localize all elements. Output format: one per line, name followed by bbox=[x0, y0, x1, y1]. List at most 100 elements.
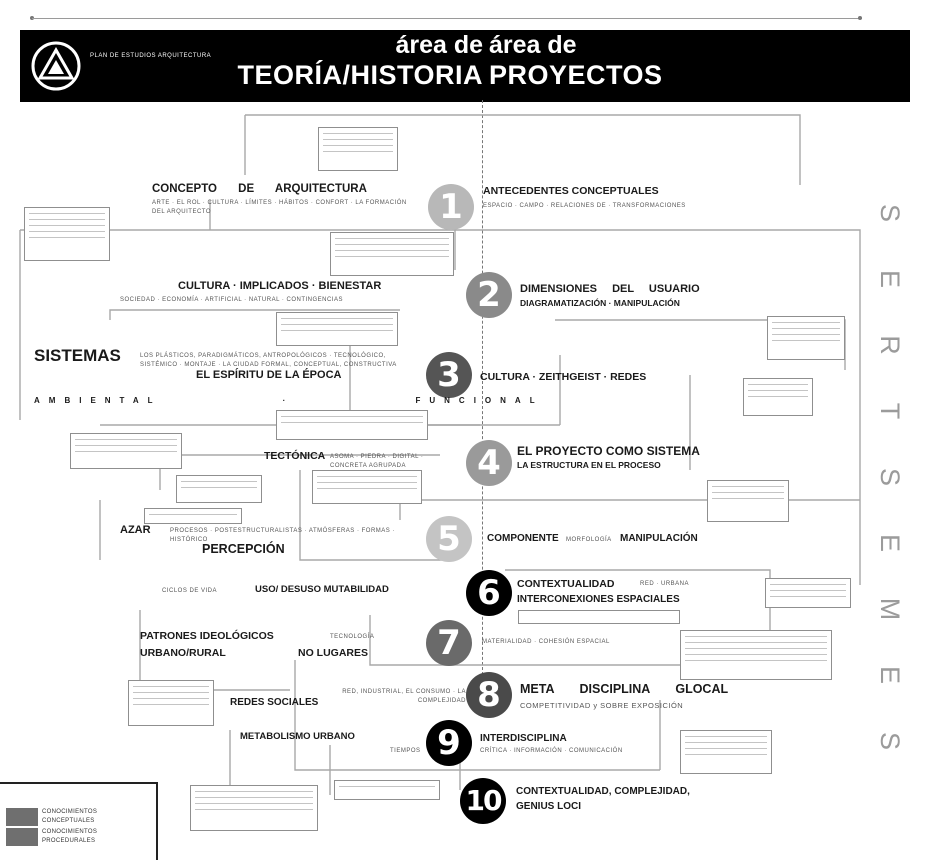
note-box bbox=[312, 470, 422, 504]
semester-7-left-subtitle: TECNOLOGÍA bbox=[330, 634, 375, 640]
semester-7-left-title-b: URBANO/RURAL bbox=[140, 647, 226, 659]
semester-8-badge: 8 bbox=[466, 672, 512, 718]
semester-1-left-title: CONCEPTO DE ARQUITECTURA bbox=[152, 183, 367, 195]
note-box bbox=[176, 475, 262, 503]
area-right-title: área de PROYECTOS bbox=[489, 32, 663, 91]
note-box bbox=[70, 433, 182, 469]
semester-1-badge: 1 bbox=[428, 184, 474, 230]
semester-2-right-subtitle: DIAGRAMATIZACIÓN · MANIPULACIÓN bbox=[520, 298, 680, 308]
semester-2-badge: 2 bbox=[466, 272, 512, 318]
semester-7-left-title: PATRONES IDEOLÓGICOS bbox=[140, 630, 274, 642]
semester-5-left-title: AZAR bbox=[120, 524, 151, 536]
semestres-vertical-label: S E R T S E M E S bbox=[870, 180, 910, 840]
legend-swatch bbox=[6, 828, 38, 846]
side-letter: S bbox=[875, 203, 905, 222]
logo-text: PLAN DE ESTUDIOS ARQUITECTURA bbox=[90, 53, 212, 59]
semester-2-left-title: CULTURA · IMPLICADOS · BIENESTAR bbox=[178, 280, 382, 292]
semester-6-left-subtitle: CICLOS DE VIDA bbox=[162, 588, 218, 594]
note-box bbox=[318, 127, 398, 171]
semester-5-right-title: COMPONENTE bbox=[487, 533, 559, 544]
side-letter: S bbox=[875, 467, 905, 486]
semester-6-right-title: CONTEXTUALIDAD bbox=[517, 578, 615, 590]
note-box bbox=[144, 508, 242, 524]
semester-3-left-subtitle-b: AMBIENTAL · FUNCIONAL bbox=[34, 396, 544, 405]
semester-3-left-subtitle: LOS PLÁSTICOS, PARADIGMÁTICOS, ANTROPOLÓ… bbox=[140, 353, 397, 368]
legend-label: CONOCIMIENTOS bbox=[42, 809, 98, 815]
semester-8-left-subtitle: RED, INDUSTRIAL, EL CONSUMO · LA COMPLEJ… bbox=[342, 689, 466, 704]
semester-5-right-subtitle: MORFOLOGÍA bbox=[566, 537, 612, 543]
note-box bbox=[128, 680, 214, 726]
semester-8-right-subtitle: COMPETITIVIDAD y SOBRE EXPOSICIÓN bbox=[520, 701, 684, 710]
note-box bbox=[518, 610, 680, 624]
semester-5-left-title-b: PERCEPCIÓN bbox=[202, 542, 285, 556]
semester-7-right-subtitle: MATERIALIDAD · COHESIÓN ESPACIAL bbox=[482, 639, 610, 645]
semester-9-right-title: INTERDISCIPLINA bbox=[480, 733, 567, 744]
note-box bbox=[276, 312, 398, 346]
semester-10-right-title: CONTEXTUALIDAD, COMPLEJIDAD, bbox=[516, 786, 690, 797]
semester-7-left-title-c: NO LUGARES bbox=[298, 647, 369, 659]
side-letter: E bbox=[875, 533, 905, 552]
side-letter: T bbox=[875, 402, 905, 420]
semester-3-left-title: SISTEMAS bbox=[34, 346, 121, 365]
note-box bbox=[330, 232, 454, 276]
note-box bbox=[680, 730, 772, 774]
semester-2-right-title: DIMENSIONES DEL USUARIO bbox=[520, 283, 700, 295]
semester-9-left-subtitle: TIEMPOS bbox=[390, 748, 421, 754]
semester-6-right-title-b: INTERCONEXIONES ESPACIALES bbox=[517, 594, 680, 605]
semester-5-badge: 5 bbox=[426, 516, 472, 562]
side-letter: E bbox=[875, 665, 905, 684]
note-box bbox=[765, 578, 851, 608]
side-letter: M bbox=[875, 597, 905, 621]
semester-5-right-title-b: MANIPULACIÓN bbox=[620, 533, 698, 544]
semester-1-right-subtitle: ESPACIO · CAMPO · RELACIONES DE · TRANSF… bbox=[483, 203, 686, 209]
area-left-small: área de bbox=[395, 31, 483, 59]
area-left-large: TEORÍA/HISTORIA bbox=[237, 60, 483, 90]
center-axis bbox=[482, 100, 483, 680]
logo-icon bbox=[31, 41, 81, 91]
legend-label: CONOCIMIENTOS bbox=[42, 829, 98, 835]
semester-4-right-title: EL PROYECTO COMO SISTEMA bbox=[517, 444, 700, 458]
semester-1-right-title: ANTECEDENTES CONCEPTUALES bbox=[483, 185, 659, 197]
top-rule bbox=[32, 18, 862, 19]
semester-3-left-title-b: EL ESPÍRITU DE LA ÉPOCA bbox=[196, 369, 342, 381]
note-box bbox=[743, 378, 813, 416]
semester-4-left-title: TECTÓNICA bbox=[264, 450, 326, 462]
area-left-title: área de TEORÍA/HISTORIA bbox=[237, 32, 483, 91]
note-box bbox=[680, 630, 832, 680]
side-letter: S bbox=[875, 731, 905, 750]
semester-10-right-title-b: GENIUS LOCI bbox=[516, 801, 582, 812]
semester-9-right-subtitle: CRÍTICA · INFORMACIÓN · COMUNICACIÓN bbox=[480, 748, 623, 754]
semester-6-left-title: USO/ DESUSO MUTABILIDAD bbox=[255, 584, 389, 595]
legend: CONOCIMIENTOS CONCEPTUALES CONOCIMIENTOS… bbox=[0, 782, 158, 860]
top-rule-end bbox=[858, 16, 862, 20]
legend-label: CONCEPTUALES bbox=[42, 818, 95, 824]
note-box bbox=[767, 316, 845, 360]
note-box bbox=[24, 207, 110, 261]
legend-item-conceptuales: CONOCIMIENTOS CONCEPTUALES bbox=[6, 808, 146, 826]
note-box bbox=[190, 785, 318, 831]
semester-4-left-subtitle: ASOMA · PIEDRA · DIGITAL · CONCRETA AGRU… bbox=[330, 454, 424, 469]
semester-3-badge: 3 bbox=[426, 352, 472, 398]
semester-8-right-title: META DISCIPLINA GLOCAL bbox=[520, 682, 729, 696]
semester-3-right-title: CULTURA · ZEITHGEIST · REDES bbox=[480, 371, 647, 383]
semester-1-left-subtitle: ARTE · EL ROL · CULTURA · LÍMITES · HÁBI… bbox=[152, 200, 407, 215]
semester-9-badge: 9 bbox=[426, 720, 472, 766]
semester-10-badge: 10 bbox=[460, 778, 506, 824]
semester-2-left-subtitle: SOCIEDAD · ECONOMÍA · ARTIFICIAL · NATUR… bbox=[120, 297, 344, 303]
note-box bbox=[276, 410, 428, 440]
note-box bbox=[707, 480, 789, 522]
semester-4-badge: 4 bbox=[466, 440, 512, 486]
area-right-large: PROYECTOS bbox=[489, 60, 663, 90]
side-letter: E bbox=[875, 269, 905, 288]
header-banner: PLAN DE ESTUDIOS ARQUITECTURA área de TE… bbox=[20, 30, 910, 102]
semester-4-right-subtitle: LA ESTRUCTURA EN EL PROCESO bbox=[517, 460, 661, 470]
semester-7-badge: 7 bbox=[426, 620, 472, 666]
semester-6-badge: 6 bbox=[466, 570, 512, 616]
side-letter: R bbox=[875, 335, 905, 355]
area-right-small: área de bbox=[489, 31, 577, 59]
note-box bbox=[334, 780, 440, 800]
semester-9-left-title: METABOLISMO URBANO bbox=[240, 731, 355, 742]
semester-5-left-subtitle: PROCESOS · POSTESTRUCTURALISTAS · ATMÓSF… bbox=[170, 528, 395, 543]
legend-swatch bbox=[6, 808, 38, 826]
